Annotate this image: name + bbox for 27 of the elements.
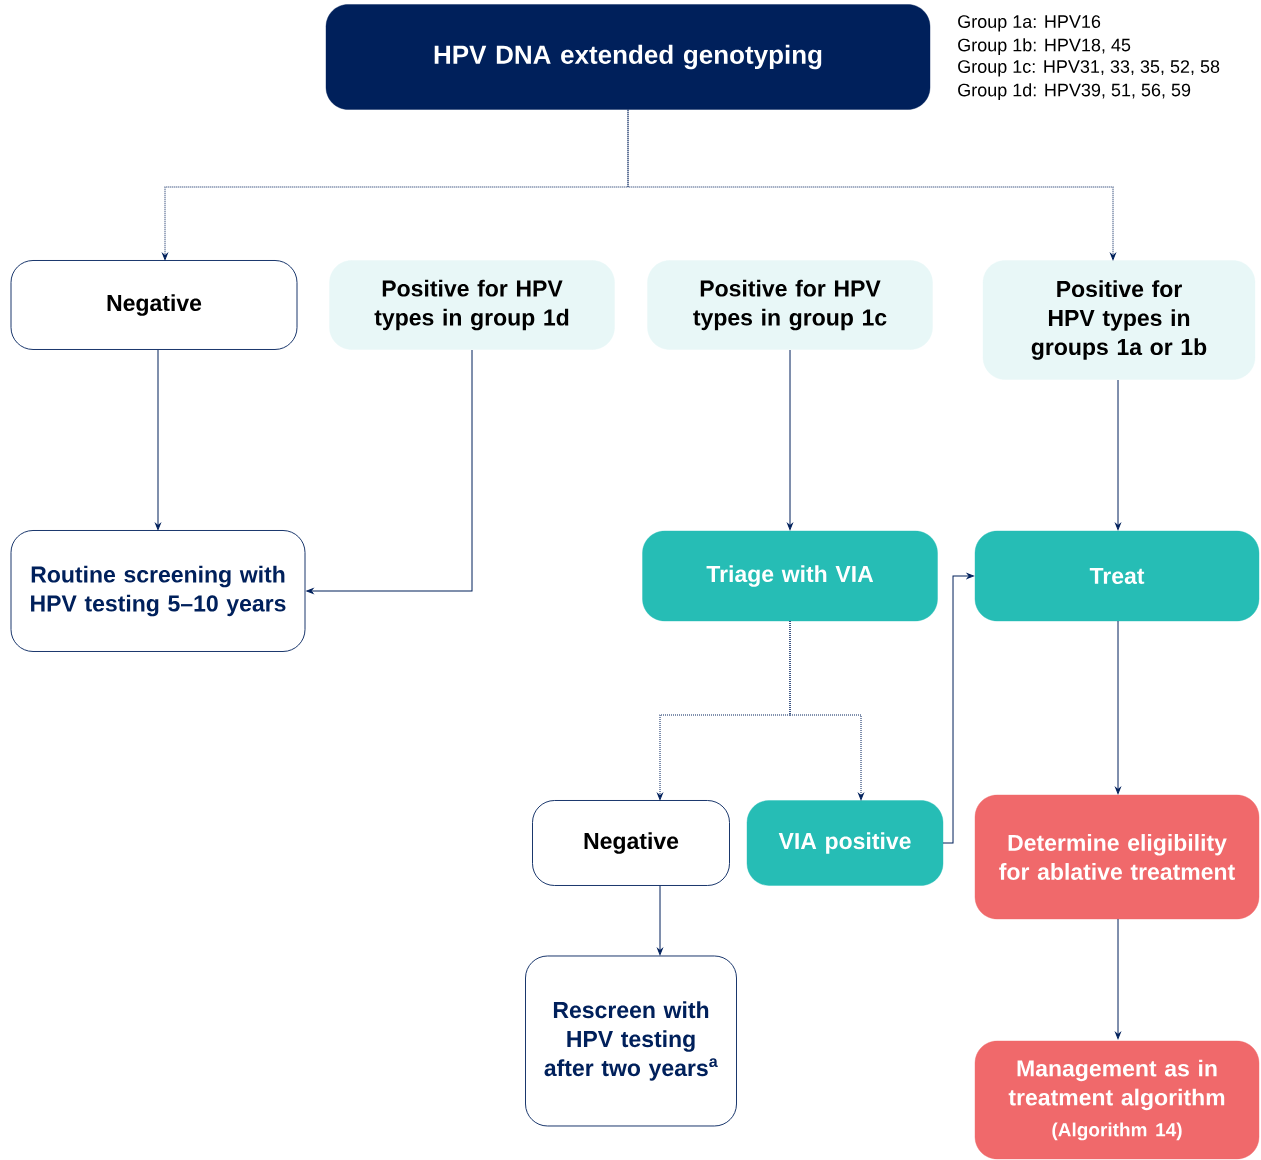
step-box: Triage with VIA — [642, 530, 938, 622]
connector-arrow — [789, 620, 864, 801]
connector-arrow — [1115, 620, 1121, 795]
legend-text: Group 1c: HPV31, 33, 35, 52, 58 — [958, 60, 1220, 77]
step-box: VIA positive — [746, 800, 944, 886]
step-box: Treat — [974, 530, 1260, 622]
connector-arrow — [1115, 918, 1121, 1040]
connector-arrow — [306, 349, 473, 594]
result-box: Positive for HPV types in group 1d — [329, 260, 615, 350]
connector-arrow — [787, 349, 793, 531]
connector-arrow — [627, 109, 1116, 261]
treatment-box: Management as in treatment algorithm (Algorithm 14) — [974, 1040, 1260, 1160]
connector-arrow — [1115, 379, 1121, 531]
result-box: Positive for HPV types in groups 1a or 1b — [982, 260, 1256, 380]
action-box: Routine screening with HPV testing 5–10 years — [10, 530, 306, 652]
connector-arrow — [942, 573, 974, 844]
legend-text: Group 1d: HPV39, 51, 56, 59 — [958, 83, 1191, 100]
result-box: Positive for HPV types in group 1c — [647, 260, 933, 350]
title-box: HPV DNA extended genotyping — [325, 4, 931, 110]
connector-arrow — [657, 885, 663, 956]
treatment-box: Determine eligibility for ablative treatment — [974, 794, 1260, 920]
legend-text: Group 1a: HPV16 — [958, 15, 1101, 32]
connector-arrow — [155, 349, 161, 531]
legend-text: Group 1b: HPV18, 45 — [958, 38, 1131, 55]
action-box: Rescreen with HPV testing after two years$^{a}$ — [525, 955, 737, 1127]
outcome-box: Negative — [532, 800, 730, 886]
outcome-box: Negative — [10, 260, 298, 350]
